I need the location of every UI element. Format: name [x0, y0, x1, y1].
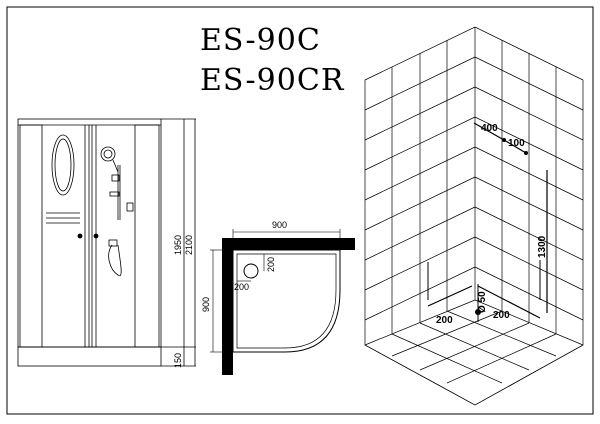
left-post — [19, 124, 43, 348]
tray-outline — [232, 249, 341, 353]
door-knob-right — [93, 233, 99, 239]
plan-view — [210, 229, 355, 375]
plan-drain-y-label: 200 — [266, 257, 276, 272]
dim-100-line — [503, 139, 527, 154]
plan-depth-label: 900 — [201, 297, 211, 312]
floor-drain-point — [475, 309, 481, 315]
shower-tray — [17, 346, 162, 367]
dim-label-1950: 1950 — [173, 235, 183, 255]
dim-label-150: 150 — [173, 353, 183, 368]
corner-label-200-right: 200 — [493, 310, 510, 321]
dim-label-2100: 2100 — [184, 235, 194, 255]
front-view — [17, 118, 196, 367]
corner-label-1300: 1300 — [537, 235, 548, 258]
dim-400-line — [473, 122, 505, 141]
corner-label-diameter: Ø 50 — [477, 291, 488, 313]
corner-label-400: 400 — [481, 123, 498, 134]
door-knob-left — [77, 233, 83, 239]
model-title-1: ES-90C — [200, 23, 321, 58]
outlet-point-2 — [524, 151, 528, 155]
corner-view — [364, 26, 584, 406]
cabin-outline — [17, 118, 162, 348]
corner-label-200-left: 200 — [436, 315, 453, 326]
plan-drain-x-label: 200 — [234, 282, 249, 292]
back-wall — [222, 238, 355, 250]
drain-icon — [243, 263, 259, 279]
right-post — [134, 124, 160, 348]
sheet-border — [6, 6, 594, 415]
plan-width-label: 900 — [272, 220, 287, 230]
side-wall — [222, 238, 233, 375]
dim-200-right-line — [477, 285, 541, 319]
mirror — [51, 134, 75, 196]
dim-200-left-line — [427, 285, 473, 307]
shower-head-icon — [100, 146, 116, 162]
model-title-2: ES-90CR — [200, 63, 345, 98]
corner-label-100: 100 — [508, 138, 525, 149]
corner-outline — [364, 26, 584, 406]
corner-dimensions — [427, 122, 548, 322]
outlet-point-1 — [502, 138, 506, 142]
